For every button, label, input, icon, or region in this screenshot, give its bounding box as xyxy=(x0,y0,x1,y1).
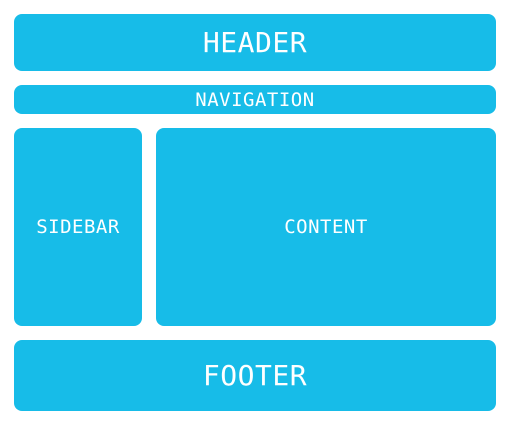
content-label: CONTENT xyxy=(284,216,368,238)
header-block: HEADER xyxy=(14,14,496,71)
content-block: CONTENT xyxy=(156,128,496,326)
footer-block: FOOTER xyxy=(14,340,496,411)
sidebar-block: SIDEBAR xyxy=(14,128,142,326)
navigation-block: NAVIGATION xyxy=(14,85,496,114)
header-label: HEADER xyxy=(202,26,308,59)
sidebar-label: SIDEBAR xyxy=(36,216,120,238)
footer-label: FOOTER xyxy=(202,359,308,392)
navigation-label: NAVIGATION xyxy=(195,88,315,111)
